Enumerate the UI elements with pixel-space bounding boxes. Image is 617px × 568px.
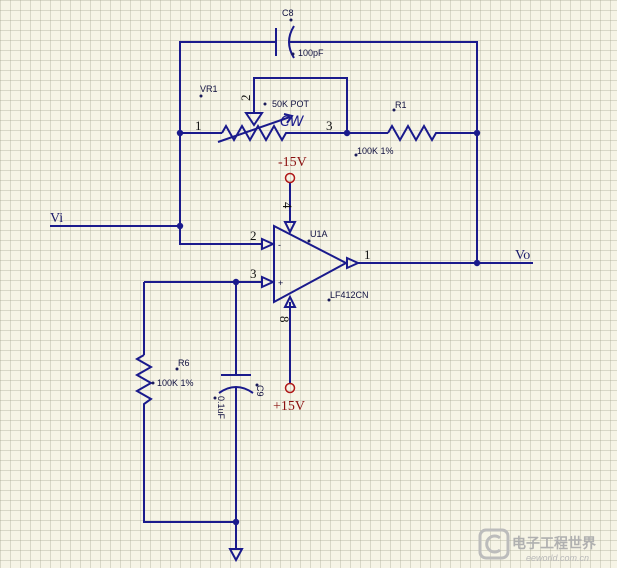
resistor-r1[interactable]: R1 100K 1%: [354, 100, 439, 157]
resistor-r6[interactable]: R6 100K 1%: [134, 354, 194, 410]
vr1-ref: VR1: [200, 84, 218, 94]
junction-dot: [232, 518, 240, 526]
r6-ref: R6: [178, 358, 190, 368]
capacitor-c9[interactable]: C9 0.1uF: [213, 374, 266, 420]
c8-ref: C8: [282, 8, 294, 18]
opamp-u1a[interactable]: - + 2 3 1 4 8 U1A LF412CN: [250, 202, 371, 323]
wire-inv-input: [179, 133, 262, 245]
wire-c8-right: [290, 41, 478, 263]
vr1-value: 50K POT: [272, 99, 310, 109]
junction-dot: [343, 129, 351, 137]
vr1-pin2: 2: [238, 95, 253, 102]
net-label-vo: Vo: [515, 248, 530, 263]
watermark-icon: [478, 528, 510, 560]
u1a-plus: +: [278, 278, 283, 288]
u1a-part: LF412CN: [330, 290, 369, 300]
ground-symbol: [228, 548, 244, 563]
supply-negative: -15V: [278, 155, 307, 184]
c9-value: 0.1uF: [216, 396, 226, 420]
c8-value: 100pF: [298, 48, 324, 58]
u1a-ref: U1A: [310, 229, 328, 239]
u1a-pin1: 1: [364, 247, 371, 262]
junction-dot: [176, 129, 184, 137]
junction-dot: [473, 129, 481, 137]
u1a-pin4: 4: [280, 202, 295, 209]
watermark-sub: eeworld.com.cn: [526, 553, 589, 563]
r6-value: 100K 1%: [157, 378, 194, 388]
u1a-pin3: 3: [250, 266, 257, 281]
vpos-label: +15V: [273, 399, 305, 414]
vr1-pin1: 1: [195, 118, 202, 133]
u1a-pin8: 8: [277, 316, 292, 323]
watermark-text: 电子工程世界: [512, 535, 597, 552]
net-label-vi: Vi: [50, 211, 63, 226]
c9-ref: C9: [255, 385, 265, 397]
u1a-minus: -: [278, 240, 281, 250]
junction-dot: [473, 259, 481, 267]
vr1-pin3: 3: [326, 118, 333, 133]
r1-ref: R1: [395, 100, 407, 110]
u1a-pin2: 2: [250, 228, 257, 243]
potentiometer-vr1[interactable]: VR1 50K POT CW 1 2 3: [195, 84, 333, 143]
capacitor-c8[interactable]: C8 100pF: [275, 8, 324, 59]
wire-c8-left: [179, 41, 276, 133]
wire-r6-bottom: [143, 410, 236, 523]
wire-pot-wiper-loop: [253, 77, 348, 133]
watermark-logo: 电子工程世界 eeworld.com.cn: [478, 528, 597, 563]
junction-dot: [232, 278, 240, 286]
r1-value: 100K 1%: [357, 146, 394, 156]
junction-dot: [176, 222, 184, 230]
vr1-cw-label: CW: [280, 114, 305, 130]
supply-positive: +15V: [273, 382, 305, 414]
vneg-label: -15V: [278, 155, 307, 170]
junctions: [176, 129, 481, 526]
